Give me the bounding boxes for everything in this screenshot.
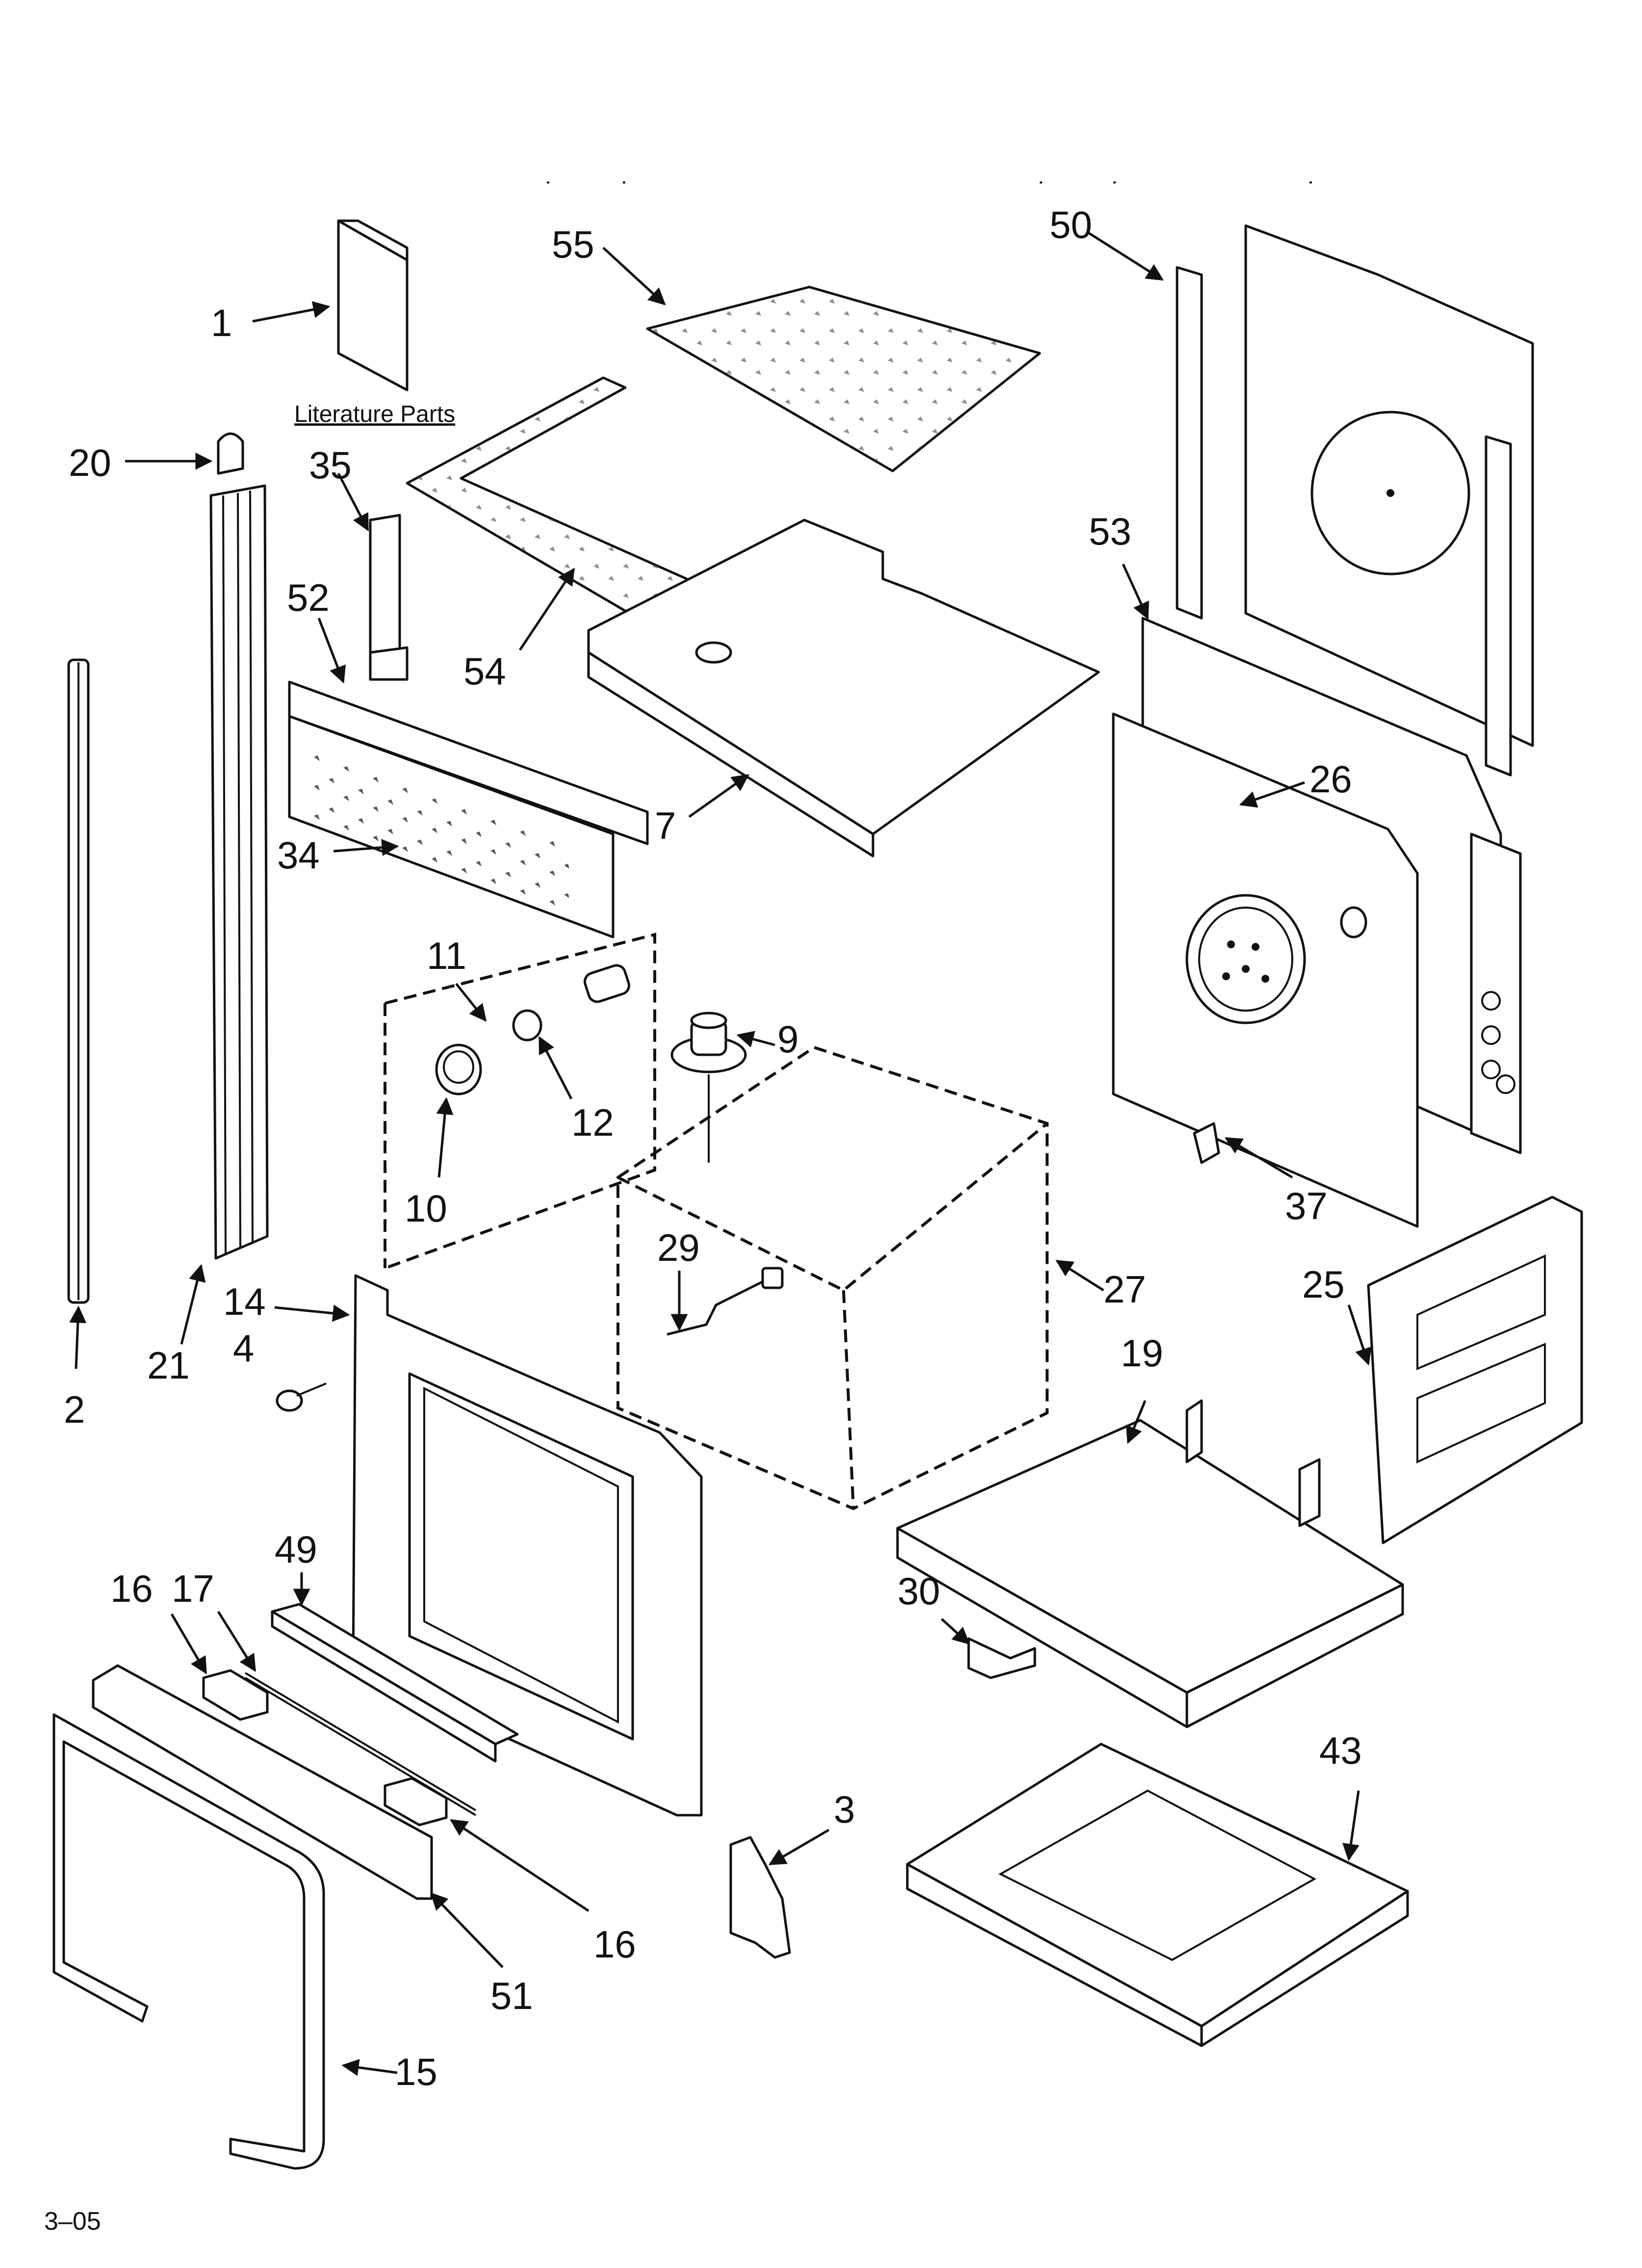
part-34-vent-grille [288, 715, 615, 938]
part-50-rear-panel [1176, 224, 1534, 777]
part-16-spacer-a [202, 1669, 269, 1721]
footer-code: 3–05 [44, 2207, 101, 2236]
label-part-3: 3 [834, 1788, 855, 1831]
label-part-26: 26 [1309, 757, 1352, 801]
part-49-trim [271, 1603, 519, 1763]
part-labels: 1 Literature Parts 20 35 52 34 54 55 7 5… [44, 203, 1362, 2236]
label-part-35: 35 [309, 443, 352, 487]
part-26-rear-wall-assembly [1112, 712, 1522, 1228]
label-part-53: 53 [1089, 510, 1131, 553]
label-part-1: 1 [211, 301, 232, 344]
label-part-9: 9 [777, 1017, 798, 1061]
part-55-insulation-pad [646, 286, 1041, 472]
part-27-oven-cavity [616, 1045, 1049, 1511]
label-part-55: 55 [552, 223, 594, 266]
part-7-top-panel [587, 519, 1100, 858]
part-10-lamp-lens [435, 1043, 482, 1095]
label-part-2: 2 [64, 1388, 85, 1431]
part-30-bracket [967, 1637, 1036, 1679]
label-part-29: 29 [657, 1226, 700, 1269]
label-part-17: 17 [172, 1567, 214, 1610]
label-part-16a: 16 [110, 1567, 153, 1610]
part-20-end-cap [217, 432, 244, 475]
part-15-gasket [52, 1713, 325, 2170]
part-29-probe [667, 1267, 784, 1336]
label-part-49: 49 [275, 1528, 317, 1571]
part-21-side-trim [209, 484, 269, 1260]
label-part-27: 27 [1103, 1268, 1146, 1311]
label-part-16b: 16 [593, 1923, 636, 1966]
label-part-20: 20 [69, 441, 111, 484]
part-17-strip [244, 1672, 477, 1816]
label-part-4: 4 [233, 1327, 254, 1370]
label-part-50: 50 [1050, 203, 1092, 246]
label-part-37: 37 [1285, 1184, 1328, 1227]
label-part-14: 14 [223, 1280, 266, 1323]
label-part-21: 21 [147, 1344, 190, 1387]
part-14-front-frame [352, 1274, 703, 1817]
label-part-54: 54 [463, 650, 506, 693]
literature-parts-label: Literature Parts [294, 401, 455, 427]
label-part-19: 19 [1121, 1331, 1163, 1375]
label-part-30: 30 [898, 1569, 940, 1613]
part-11-socket [583, 964, 630, 1003]
part-9-fan-motor [670, 1012, 747, 1163]
leader-arrows [69, 232, 1372, 2076]
part-12-lamp [512, 1009, 542, 1042]
label-part-34: 34 [277, 834, 320, 877]
part-52-vent-baffle [288, 680, 649, 845]
part-25-side-panel [1367, 1196, 1583, 1544]
part-19-bottom-panel [896, 1399, 1404, 1728]
part-2-rod [67, 658, 90, 1304]
label-part-12: 12 [571, 1101, 614, 1144]
label-part-7: 7 [655, 804, 676, 847]
part-43-tray [906, 1743, 1409, 2047]
part-16-spacer-b [384, 1777, 448, 1826]
label-part-11: 11 [427, 934, 466, 977]
part-11-group [384, 933, 656, 1270]
label-part-10: 10 [405, 1187, 447, 1230]
label-part-43: 43 [1319, 1729, 1362, 1772]
label-part-25: 25 [1302, 1263, 1345, 1306]
part-37-sensor [1193, 1122, 1220, 1164]
label-part-51: 51 [490, 1974, 533, 2017]
part-1-literature [337, 219, 409, 391]
part-35-bracket [369, 514, 409, 681]
label-part-15: 15 [395, 2050, 437, 2093]
label-part-52: 52 [287, 576, 330, 619]
part-3-bracket [729, 1836, 791, 1959]
part-4-screw [276, 1382, 327, 1412]
